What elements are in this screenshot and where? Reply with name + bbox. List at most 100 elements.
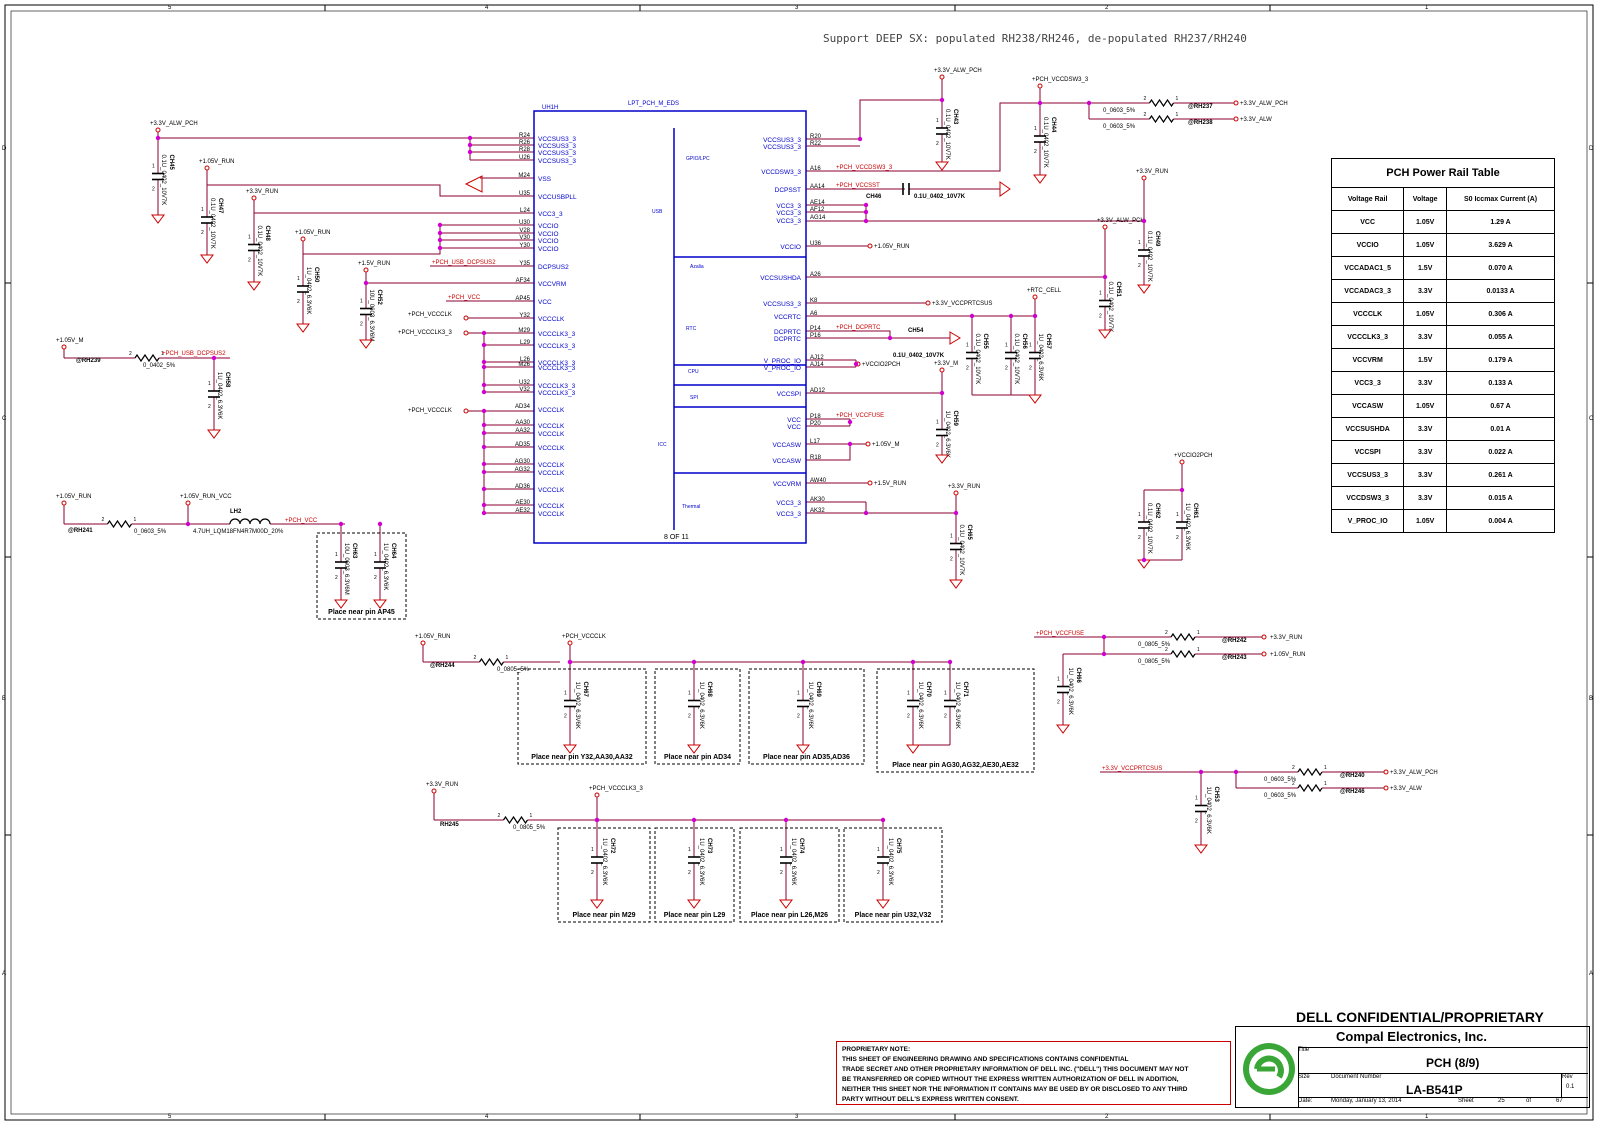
pin-num: 2 [102, 517, 105, 523]
rail-table-cell: 0.022 A [1446, 440, 1555, 464]
pin-num: 1 [797, 691, 800, 697]
ic-pin-name: VCCSUSHDA [760, 275, 801, 282]
power-port [939, 367, 945, 373]
rail-table-cell: 0.261 A [1446, 463, 1555, 487]
ic-pin-name: VCCVRM [773, 481, 801, 488]
rail-table-cell: 1.29 A [1446, 210, 1555, 234]
placement-box [557, 827, 651, 923]
resistor-body [107, 519, 132, 529]
junction-dot [1141, 218, 1147, 224]
junction-dot [1037, 100, 1043, 106]
ic-pin-number: R26 [519, 140, 531, 146]
pin-num: 2 [936, 443, 939, 449]
rail-table-cell: VCCDSW3_3 [1330, 486, 1405, 510]
power-net-label: +PCH_VCCDSW3_3 [1032, 77, 1089, 83]
pin-num: 2 [1144, 96, 1147, 102]
ic-pin-name: VCCCLK [538, 470, 565, 477]
capacitor-value: 1U_0402_6.3V6K [382, 543, 388, 590]
resistor-body [134, 353, 160, 363]
capacitor-value: 1U_0402_6.3V6K [887, 838, 893, 885]
date-label: Date: [1298, 1098, 1313, 1104]
border-col-label: 1 [1425, 5, 1429, 11]
power-net-label: +3.3V_ALW_PCH [1097, 218, 1145, 224]
resistor-body [479, 657, 504, 667]
ic-pin-number: L26 [520, 357, 531, 363]
junction-dot [1101, 651, 1107, 657]
capacitor-ref: CH53 [1213, 787, 1219, 803]
junction-dot [863, 209, 869, 215]
rail-table-cell: 0.055 A [1446, 325, 1555, 349]
ground-symbol [1028, 394, 1042, 404]
rail-table-title: PCH Power Rail Table [1331, 158, 1555, 188]
power-port [420, 640, 426, 646]
ic-pin-number: U30 [519, 220, 531, 226]
pin-num: 1 [936, 420, 939, 426]
wire [806, 229, 1106, 278]
pin-num: 2 [1057, 700, 1060, 706]
net-label-vccprtcsus: +3.3V_VCCPRTCSUS [1102, 766, 1162, 772]
net-label-pch-vcc: +PCH_VCC [448, 295, 481, 301]
wire [596, 797, 883, 821]
ic-pin-number: AF12 [810, 207, 825, 213]
power-port [1383, 769, 1389, 775]
ic-pin-name: VCC [787, 424, 801, 431]
ground-symbol [876, 899, 890, 909]
power-port [1141, 175, 1147, 181]
ic-pin-name: VCCUSBPLL [538, 194, 577, 201]
rail-table-cell: 0.67 A [1446, 394, 1555, 418]
pin-num: 1 [208, 381, 211, 387]
ic-pin-name: VCCSUS3_3 [538, 143, 576, 150]
vss-ground-arrow [464, 175, 483, 193]
ic-group-name: Azalia [690, 264, 704, 270]
junction-dot [377, 521, 383, 527]
rail-table-cell: VCCVRM [1330, 348, 1405, 372]
net-label-dcpsus2: +PCH_USB_DCPSUS2 [162, 351, 226, 357]
pin-num: 2 [208, 404, 211, 410]
power-port [867, 243, 873, 249]
resistor-ref: @RH244 [430, 663, 455, 669]
junction-dot [1101, 634, 1107, 640]
wire [806, 79, 943, 140]
wire [806, 102, 1040, 172]
junction-dot [910, 659, 916, 665]
power-port [1261, 651, 1267, 657]
power-net-label: +3.3V_ALW_PCH [934, 68, 982, 74]
ic-pin-name: VCCCLK [538, 407, 565, 414]
pin-num: 2 [1034, 149, 1037, 155]
capacitor-ref: CH46 [866, 194, 882, 200]
pin-num: 1 [1138, 240, 1141, 246]
power-port [363, 267, 369, 273]
placement-note: Place near pin L26,M26 [751, 912, 828, 919]
ground-symbol [334, 599, 348, 609]
sheet-total: 67 [1556, 1098, 1563, 1104]
junction-dot [863, 218, 869, 224]
pin-num: 1 [335, 552, 338, 558]
rail-table-cell: VCCSUSHDA [1330, 417, 1405, 441]
rail-table-cell: VCCADAC3_3 [1330, 279, 1405, 303]
power-port [1233, 116, 1239, 122]
rail-table-cell: 3.3V [1403, 325, 1448, 349]
pin-num: 1 [1324, 781, 1327, 787]
power-port [463, 315, 469, 321]
compal-logo [1243, 1043, 1295, 1095]
border-row-label: A [1589, 971, 1593, 977]
proprietary-line: NEITHER THIS SHEET NOR THE INFORMATION I… [842, 1086, 1188, 1093]
placement-box [739, 827, 840, 923]
rail-table-cell: 0.133 A [1446, 371, 1555, 395]
pin-num: 2 [907, 714, 910, 720]
pin-num: 2 [944, 714, 947, 720]
capacitor-ref: CH43 [952, 109, 958, 125]
ic-group-name: GPIO/LPC [686, 156, 710, 162]
border-col-label: 4 [485, 1114, 489, 1120]
capacitor-value: 0.1U_0402_10V7K [944, 109, 950, 160]
capacitor-ref: CH63 [351, 543, 357, 559]
pin-num: 2 [797, 714, 800, 720]
pin-num: 1 [950, 534, 953, 540]
